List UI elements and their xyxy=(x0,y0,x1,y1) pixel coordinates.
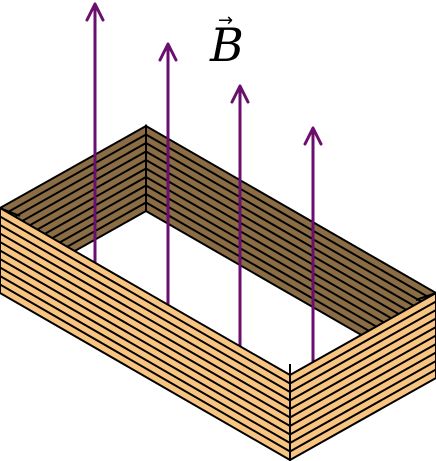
coil-rim xyxy=(0,126,436,375)
winding-line xyxy=(289,343,436,427)
front-wall-windings xyxy=(0,215,436,453)
winding-line xyxy=(289,300,436,385)
winding-line xyxy=(145,176,436,345)
winding-line xyxy=(0,224,291,393)
winding-line xyxy=(289,360,436,444)
winding-line xyxy=(289,326,436,410)
winding-line xyxy=(0,150,147,235)
winding-line xyxy=(289,368,436,453)
magnetic-field-label: B xyxy=(210,18,244,72)
winding-line xyxy=(289,309,436,393)
winding-line xyxy=(289,351,436,436)
winding-line xyxy=(0,142,147,226)
field-arrow xyxy=(230,84,250,350)
winding-line xyxy=(0,241,291,410)
winding-line xyxy=(0,133,147,218)
winding-line xyxy=(0,215,291,385)
winding-line xyxy=(0,258,291,427)
winding-line xyxy=(0,283,291,453)
winding-line xyxy=(145,150,436,320)
winding-line xyxy=(145,167,436,337)
field-arrow xyxy=(303,126,323,365)
winding-line xyxy=(289,334,436,419)
winding-line xyxy=(145,142,436,311)
winding-line xyxy=(145,133,436,303)
vector-arrow-mark: → xyxy=(218,10,234,31)
field-arrow xyxy=(85,2,105,265)
winding-line xyxy=(145,159,436,328)
winding-line xyxy=(0,275,291,444)
winding-line xyxy=(0,232,291,402)
winding-line xyxy=(289,317,436,402)
winding-line xyxy=(0,266,291,436)
field-arrow xyxy=(158,42,178,308)
winding-line xyxy=(0,249,291,419)
magnetic-field-arrows xyxy=(85,2,323,365)
